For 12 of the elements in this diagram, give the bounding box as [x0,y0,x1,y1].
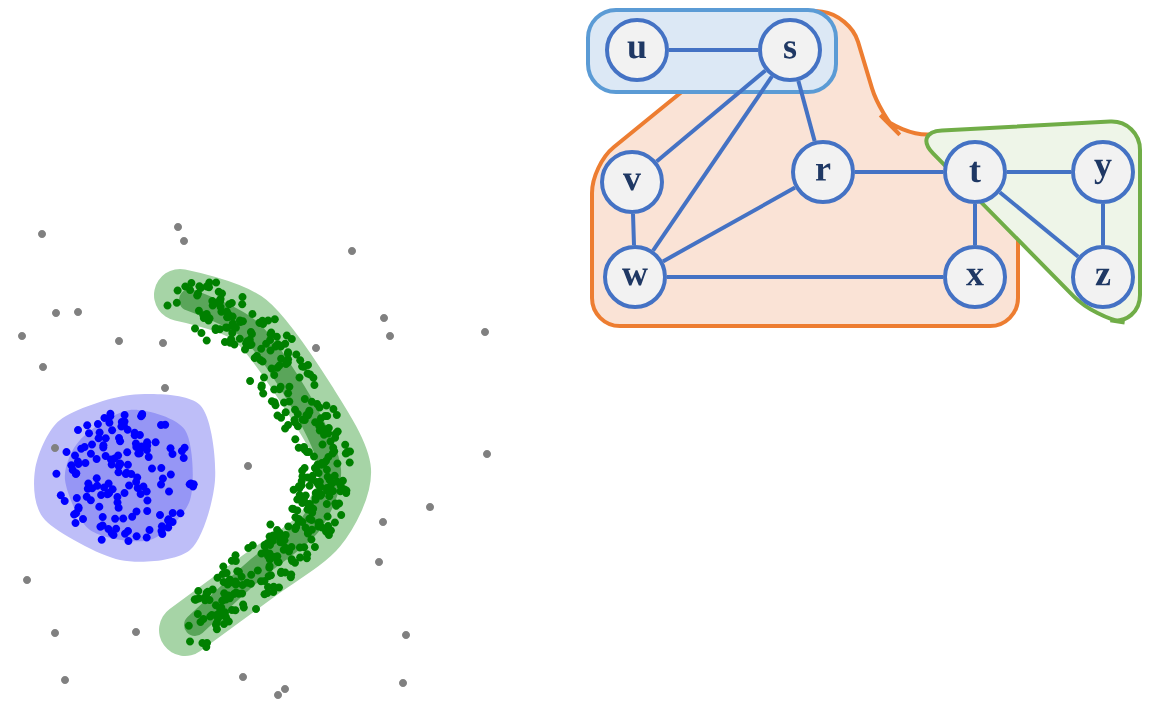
edge-line [669,48,758,52]
edge-line [667,275,943,279]
edge-line [1101,204,1105,245]
edge-line [973,204,977,245]
edge-line [796,80,817,142]
edge-line [855,170,943,174]
edge-line [631,213,636,246]
edge-line [998,190,1080,259]
edge-line [651,75,774,252]
edge-line [661,185,797,264]
edge-line [655,69,767,164]
edge-line [1007,170,1071,174]
